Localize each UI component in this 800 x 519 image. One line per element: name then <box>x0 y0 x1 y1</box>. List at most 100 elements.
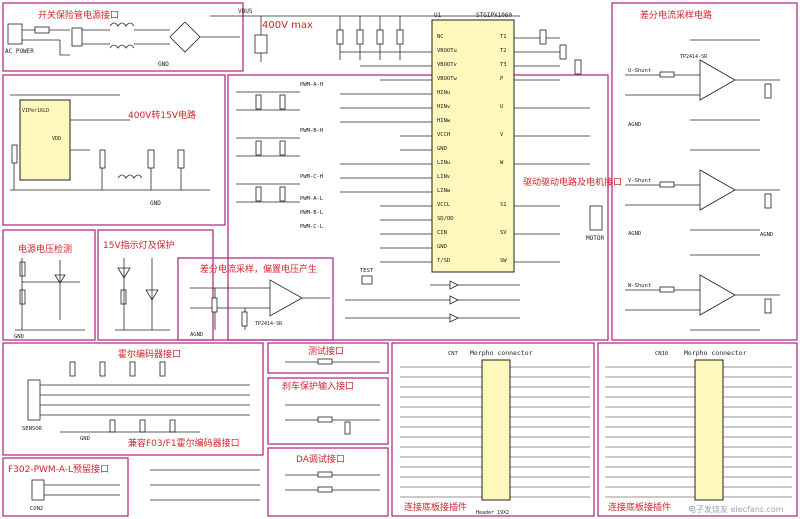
enc-cap-2 <box>139 419 146 433</box>
encoder-circuit: SENSOR GND <box>22 361 250 442</box>
15v-indicator-circuit <box>115 258 170 331</box>
cs-cap-2 <box>764 193 772 209</box>
pwm-net-5: PWM-C-L <box>300 224 324 230</box>
vbus-circuit: VBUS <box>210 8 320 62</box>
enc-cap-3 <box>169 419 176 433</box>
cn7-label: CN7 <box>448 351 458 357</box>
enc-cap-1 <box>109 419 116 433</box>
watermark: 电子发烧友 elecfans.com <box>688 504 784 514</box>
title-encoder: 霍尔编码器接口 <box>118 348 181 360</box>
chip-pin-left-6: HINw <box>437 118 451 124</box>
diff-sense-circuit: TP2414-SR AGND <box>190 279 330 338</box>
pwm-res-1 <box>255 94 262 110</box>
chip-pin-right-0: T1 <box>500 34 507 40</box>
ac-input-circuit: AC POWER GND <box>5 21 240 68</box>
chip-pin-right-8: SV <box>500 230 507 236</box>
frame-gate-driver <box>227 74 609 341</box>
chip-u1-ref: U1 <box>434 12 442 19</box>
chip-pin-right-2: T3 <box>500 62 507 68</box>
chip-pin-left-10: LINv <box>437 174 451 180</box>
bias-opamp-label: TP2414-SR <box>255 321 283 327</box>
ac-power-label: AC POWER <box>5 48 34 55</box>
bias-res-1 <box>211 297 218 313</box>
boot-cap-1 <box>336 29 344 45</box>
test-point <box>361 275 373 285</box>
chip-pin-right-9: SW <box>500 258 507 264</box>
bias-res-2 <box>241 311 248 327</box>
dcdc-cap-1 <box>147 149 155 169</box>
test-circuit: TEST <box>345 268 520 323</box>
gate-driver: U1 STGIPX1060 NC VBOOTu VBOOTv VBOOTw HI… <box>320 12 604 273</box>
chip-pin-left-14: CIN <box>437 230 447 236</box>
brake-cap <box>344 421 351 435</box>
v-shunt-label: V-Shunt <box>628 178 651 184</box>
chip-pin-right-7: S1 <box>500 202 507 208</box>
chip-pin-left-3: VBOOTw <box>437 76 458 82</box>
chip-pin-left-12: VCCL <box>437 202 451 208</box>
morpho-left-block: Morpho connector CN7 Header 19X2 <box>400 349 590 516</box>
frame-test-port <box>267 342 389 374</box>
frame-current-sense <box>611 2 798 341</box>
dcdc-circuit: VIPer16LD VDD GND <box>10 94 210 207</box>
chip-pin-left-0: NC <box>437 34 444 40</box>
enc-res-2 <box>99 361 106 377</box>
chip-pin-left-15: GND <box>437 244 447 250</box>
title-diff-sense: 差分电流采样，偏置电压产生 <box>200 263 317 275</box>
out-cap-2 <box>559 44 567 60</box>
agnd-label-3: AGND <box>760 232 773 238</box>
pwm-preset-circuit: CON2 <box>30 469 260 512</box>
fuse <box>34 26 50 34</box>
title-test-port: 测试接口 <box>308 345 344 357</box>
opamp-w <box>699 274 736 316</box>
dcdc-cap-2 <box>177 149 185 169</box>
motor-connector <box>589 205 603 231</box>
pwm-cap-2 <box>279 140 286 156</box>
dcdc-resistor-1 <box>99 149 106 169</box>
viper-vdd: VDD <box>52 136 61 142</box>
morpho-left-header <box>481 359 511 501</box>
boot-cap-4 <box>396 29 404 45</box>
dcdc-resistor-2 <box>11 144 18 164</box>
cs-res-3 <box>659 286 675 293</box>
enc-res-1 <box>69 361 76 377</box>
pwm-net-2: PWM-C-H <box>300 174 323 180</box>
chip-pin-left-7: VCCH <box>437 132 450 138</box>
bridge-rectifier <box>169 21 201 53</box>
out-cap-3 <box>574 59 582 75</box>
current-sense-circuit: TP2414-SR U-Shunt V-Shunt W-Shunt AGND A… <box>625 39 780 331</box>
pwm-net-3: PWM-A-L <box>300 196 324 202</box>
title-supply-detect: 电源电压检测 <box>18 243 72 255</box>
diode-2 <box>449 295 459 305</box>
bias-opamp <box>269 279 303 317</box>
chip-pin-left-1: VBOOTu <box>437 48 457 54</box>
title-board-right: 连接底板接插件 <box>608 501 671 513</box>
sensor-connector <box>27 379 41 421</box>
led-res <box>120 289 127 305</box>
morpho-right-header <box>694 359 724 501</box>
pwm-net-0: PWM-A-H <box>300 82 323 88</box>
title-brake-port: 刹车保护输入接口 <box>282 380 354 392</box>
w-shunt-label: W-Shunt <box>628 283 651 289</box>
da-res-2 <box>317 486 333 493</box>
chip-pin-left-9: LINu <box>437 160 450 166</box>
sensor-label: SENSOR <box>22 426 43 432</box>
cs-cap-1 <box>764 83 772 99</box>
frame-morpho-right <box>597 342 798 517</box>
header-left-label: Header 19X2 <box>476 510 509 516</box>
chip-pin-left-8: GND <box>437 146 447 152</box>
title-driver-output: 驱动驱动电路及电机接口 <box>523 176 622 188</box>
agnd-bias: AGND <box>190 332 203 338</box>
diode-1 <box>449 280 459 290</box>
frame-15v-indicator <box>97 229 214 341</box>
cs-res-1 <box>659 71 675 78</box>
test-label: TEST <box>360 268 374 274</box>
frame-encoder <box>2 342 264 456</box>
chip-pin-left-13: SD/OD <box>437 216 454 222</box>
chip-pin-right-1: T2 <box>500 48 507 54</box>
pwm-cap-1 <box>279 94 286 110</box>
pwm-net-4: PWM-B-L <box>300 210 324 216</box>
frame-ac-input <box>2 2 244 72</box>
morpho-right-block: Morpho connector CN10 <box>605 349 792 501</box>
cs-res-2 <box>659 181 675 188</box>
